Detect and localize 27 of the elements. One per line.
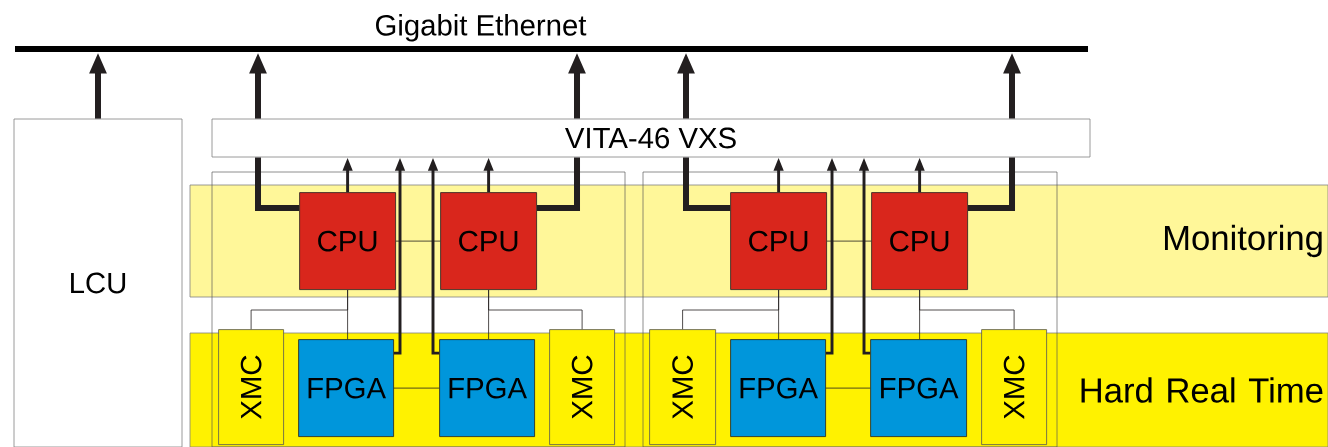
fpga-box: FPGA [730,339,826,437]
connector-line [250,289,348,330]
connector-line [968,157,1015,212]
connector-line [682,289,779,330]
fpga-box: FPGA [439,339,535,437]
xmc-box: XMC [649,329,716,445]
connector-line [488,289,583,330]
connector-line [393,387,440,389]
backplane-box: VITA-46 VXS [211,118,1091,158]
xmc-box: XMC [981,329,1047,445]
fpga-box: FPGA [870,339,967,437]
cpu-box: CPU [440,192,537,290]
connector-line [826,240,872,242]
connector-line [255,157,300,212]
cpu-box: CPU [730,192,827,290]
connector-line [395,240,441,242]
xmc-box: XMC [549,329,615,445]
cpu-box: CPU [299,192,396,290]
lcu-box: LCU [13,118,183,447]
connector-line [825,387,871,389]
connector-line [683,157,731,212]
cpu-box: CPU [871,192,968,290]
connector-line [919,289,1015,330]
fpga-box: FPGA [298,339,394,437]
xmc-box: XMC [218,329,284,445]
connector-line [537,157,580,212]
bus-line: Gigabit Ethernet [15,14,1088,52]
